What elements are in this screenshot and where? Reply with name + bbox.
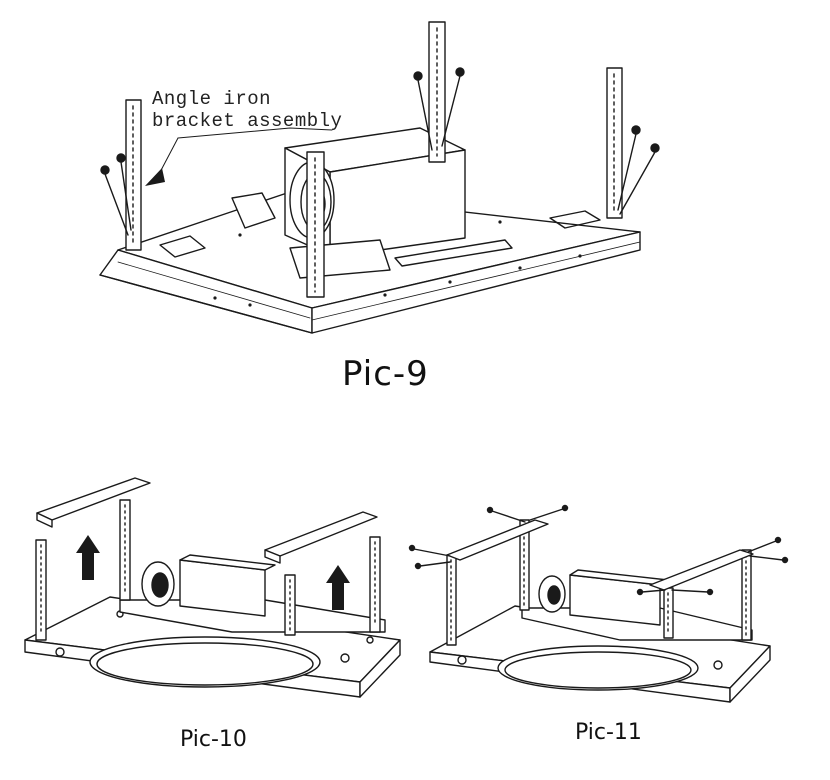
pic10-rod-1 bbox=[35, 539, 47, 641]
pic11-holes bbox=[457, 655, 723, 670]
pic11-grille bbox=[497, 645, 699, 691]
caption-pic11: Pic-11 bbox=[575, 720, 642, 745]
pic10-bracket-left bbox=[36, 477, 151, 521]
pic10-rod-2 bbox=[119, 499, 131, 601]
pic11-rod-1 bbox=[446, 554, 457, 646]
pic11-panel-right bbox=[729, 645, 771, 703]
callout-line-2: bracket assembly bbox=[152, 110, 343, 132]
pic9-rod-right bbox=[606, 67, 623, 219]
pic9-callout-leader bbox=[177, 127, 333, 139]
pic11-rod-4 bbox=[741, 549, 752, 641]
pic9-vent-left bbox=[159, 235, 206, 258]
pic9-panel-right bbox=[311, 231, 641, 334]
pic9-holes bbox=[213, 220, 582, 307]
pic9-slot-front bbox=[394, 239, 513, 267]
caption-pic9: Pic-9 bbox=[342, 354, 429, 394]
caption-pic10: Pic-10 bbox=[180, 727, 247, 752]
pic11-screws bbox=[408, 504, 789, 596]
pic11-bracket-left bbox=[446, 519, 549, 561]
pic9-rod-left bbox=[125, 99, 142, 251]
pic9-screws bbox=[100, 67, 660, 236]
pic9-rod-front bbox=[306, 151, 325, 298]
callout-line-1: Angle iron bbox=[152, 88, 272, 110]
pic10-up-arrow-left bbox=[76, 535, 100, 580]
pic9-bracket-left bbox=[231, 192, 276, 229]
pic9-callout-arrowhead bbox=[145, 168, 165, 186]
pic10-holes bbox=[55, 610, 374, 663]
pic11-assembly bbox=[408, 504, 789, 703]
pic9-assembly bbox=[99, 21, 660, 334]
pic10-assembly bbox=[24, 477, 401, 698]
pic11-rod-2 bbox=[519, 519, 530, 611]
pic10-bracket-right bbox=[264, 511, 378, 557]
pic11-bracket-right bbox=[649, 549, 754, 591]
pic9-vent-right bbox=[549, 210, 601, 229]
pic10-grille bbox=[89, 636, 321, 688]
pic10-panel-right bbox=[359, 639, 401, 698]
pic10-up-arrow-right bbox=[326, 565, 350, 610]
